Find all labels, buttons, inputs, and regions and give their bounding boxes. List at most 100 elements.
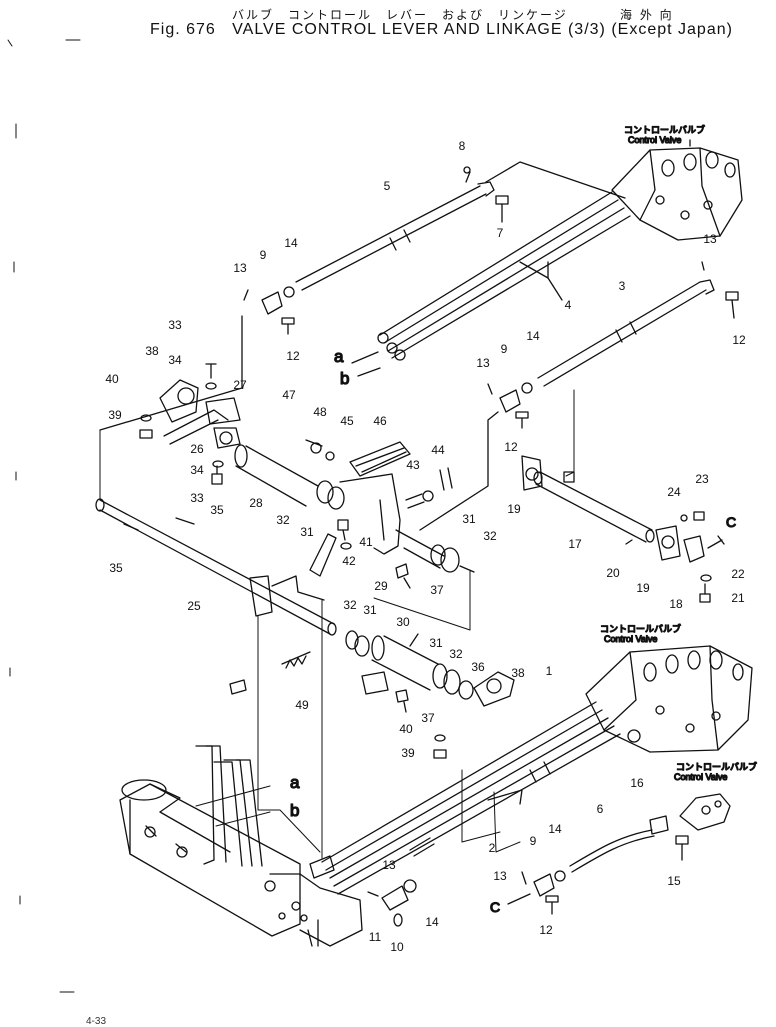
callout-c37a: 37 bbox=[430, 583, 444, 597]
callout-c14d: 14 bbox=[425, 915, 439, 929]
callout-c12c: 12 bbox=[504, 440, 518, 454]
bolt-43-44 bbox=[405, 467, 453, 509]
callout-c37b: 37 bbox=[421, 711, 435, 725]
callout-c33a: 33 bbox=[168, 318, 182, 332]
callout-c23: 23 bbox=[695, 472, 709, 486]
clevis-left-top bbox=[99, 286, 295, 431]
callout-c35a: 35 bbox=[210, 503, 224, 517]
callout-c49: 49 bbox=[295, 698, 309, 712]
valve-label-jp-top: コントロールバルブ bbox=[624, 124, 705, 135]
callout-c1: 1 bbox=[546, 664, 553, 678]
callout-c9a: 9 bbox=[260, 248, 267, 262]
callout-c45: 45 bbox=[340, 414, 354, 428]
callout-c28: 28 bbox=[249, 496, 263, 510]
valve-label-jp-mid: コントロールバルブ bbox=[600, 623, 681, 634]
callout-c8: 8 bbox=[459, 139, 466, 153]
bolt-41-42 bbox=[309, 519, 352, 577]
title-japanese: バルブ コントロール レバー および リンケージ bbox=[232, 8, 568, 22]
arrow-a bbox=[351, 351, 379, 364]
callout-c14a: 14 bbox=[284, 236, 298, 250]
bracket-38-left bbox=[139, 363, 217, 439]
valve-label-en-top: Control Valve bbox=[628, 135, 681, 145]
callout-c13c: 13 bbox=[476, 356, 490, 370]
rod-4 bbox=[377, 191, 631, 361]
figure-name: VALVE CONTROL LEVER AND LINKAGE bbox=[232, 21, 563, 38]
callout-c21: 21 bbox=[731, 591, 745, 605]
callout-c41: 41 bbox=[359, 535, 373, 549]
callout-c26: 26 bbox=[190, 442, 204, 456]
callout-c32a: 32 bbox=[276, 513, 290, 527]
control-valve-small bbox=[569, 793, 731, 873]
callout-c17: 17 bbox=[568, 537, 582, 551]
callout-c32b: 32 bbox=[483, 529, 497, 543]
lever-45-46 bbox=[305, 439, 411, 555]
callout-c32c: 32 bbox=[343, 598, 357, 612]
callout-c47: 47 bbox=[282, 388, 296, 402]
callout-c44: 44 bbox=[431, 443, 445, 457]
callout-c14b: 14 bbox=[526, 329, 540, 343]
callout-c31a: 31 bbox=[300, 525, 314, 539]
callout-c16: 16 bbox=[630, 776, 644, 790]
callout-c22: 22 bbox=[731, 567, 745, 581]
control-valve-top bbox=[611, 139, 743, 241]
callout-c9c: 9 bbox=[530, 834, 537, 848]
control-valve-bottom bbox=[585, 645, 753, 753]
callout-c14c: 14 bbox=[548, 822, 562, 836]
clevis-11-10 bbox=[367, 879, 417, 927]
callout-c40b: 40 bbox=[399, 722, 413, 736]
callout-c12d: 12 bbox=[539, 923, 553, 937]
callout-c31c: 31 bbox=[363, 603, 377, 617]
figure-fraction: (3/3) bbox=[567, 21, 606, 38]
callout-c30: 30 bbox=[396, 615, 410, 629]
callout-c13b: 13 bbox=[703, 232, 717, 246]
shaft-25 bbox=[95, 498, 370, 657]
ref-c-upper: C bbox=[726, 514, 736, 530]
callout-c13e: 13 bbox=[382, 858, 396, 872]
pipe-28 bbox=[234, 444, 345, 510]
callout-c29: 29 bbox=[374, 579, 388, 593]
callout-c46: 46 bbox=[373, 414, 387, 428]
callout-c35b: 35 bbox=[109, 561, 123, 575]
spring-49 bbox=[229, 651, 311, 695]
callout-c38b: 38 bbox=[511, 666, 525, 680]
callout-c19a: 19 bbox=[507, 502, 521, 516]
callout-c24: 24 bbox=[667, 485, 681, 499]
callout-c15: 15 bbox=[667, 874, 681, 888]
callout-c27: 27 bbox=[233, 378, 247, 392]
callout-c32d: 32 bbox=[449, 647, 463, 661]
ref-b-bottom: b bbox=[290, 801, 299, 820]
ref-a-top: a bbox=[334, 347, 344, 366]
lever-tower-assembly bbox=[119, 745, 363, 947]
rod-5 bbox=[295, 161, 626, 291]
bolt-37-top bbox=[395, 563, 411, 589]
callout-c6: 6 bbox=[597, 802, 604, 816]
arrow-b bbox=[357, 367, 381, 377]
callout-c19b: 19 bbox=[636, 581, 650, 595]
callout-c31b: 31 bbox=[462, 512, 476, 526]
rod-3 bbox=[537, 261, 739, 387]
scan-specks bbox=[7, 39, 81, 993]
callout-c25: 25 bbox=[187, 599, 201, 613]
callout-c5: 5 bbox=[384, 179, 391, 193]
callout-c10: 10 bbox=[390, 940, 404, 954]
lever-a-b-refs bbox=[195, 785, 271, 827]
figure-title: Fig. 676 VALVE CONTROL LEVER AND LINKAGE… bbox=[150, 21, 733, 39]
lever-26-27 bbox=[163, 397, 241, 485]
shaft-17 bbox=[521, 455, 725, 603]
page-number: 4-33 bbox=[86, 1016, 107, 1027]
ref-c-lower: C bbox=[490, 899, 500, 915]
clevis-lower-right bbox=[507, 870, 566, 915]
callout-c20: 20 bbox=[606, 566, 620, 580]
callout-c12a: 12 bbox=[732, 333, 746, 347]
callout-c9b: 9 bbox=[501, 342, 508, 356]
callout-c33b: 33 bbox=[190, 491, 204, 505]
callout-c18: 18 bbox=[669, 597, 683, 611]
callout-c39b: 39 bbox=[401, 746, 415, 760]
valve-label-en-mid: Control Valve bbox=[604, 634, 657, 644]
callout-c3: 3 bbox=[619, 279, 626, 293]
callout-c31d: 31 bbox=[429, 636, 443, 650]
valve-label-jp-small: コントロールバルブ bbox=[676, 761, 757, 772]
